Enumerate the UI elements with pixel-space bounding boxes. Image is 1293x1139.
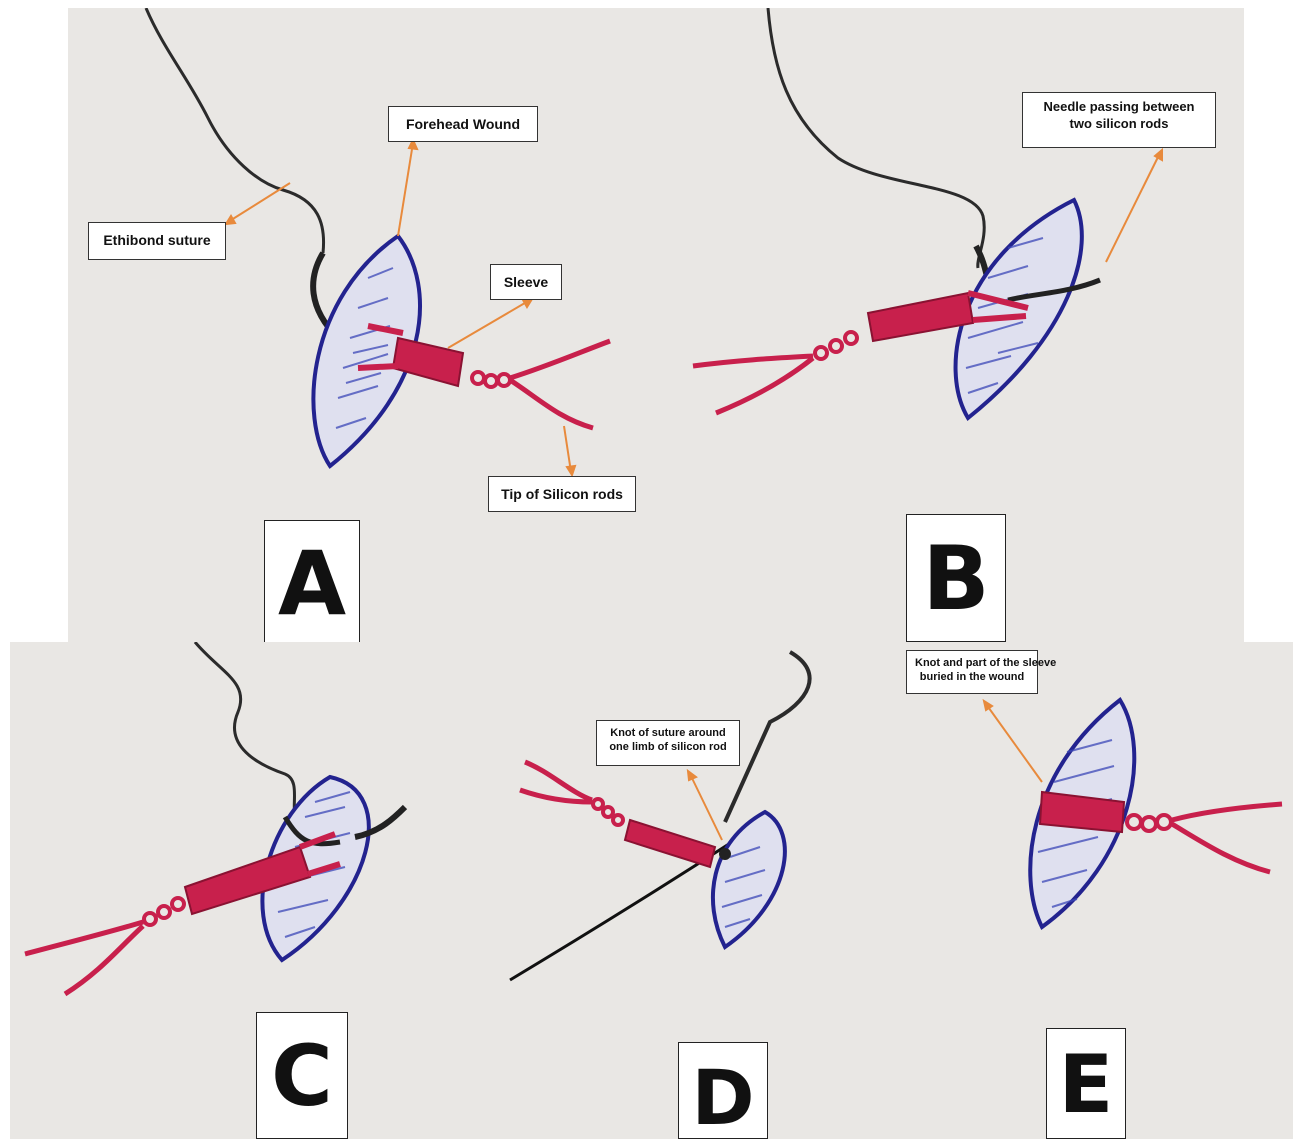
panel-letter-d-text: D — [679, 1043, 767, 1139]
panel-letter-b: B — [906, 514, 1006, 642]
panel-c-drawing — [10, 642, 470, 1139]
label-ethibond-suture: Ethibond suture — [88, 222, 226, 260]
panel-a: Ethibond suture Forehead Wound Sleeve Ti… — [68, 8, 668, 642]
label-knot-line1: Knot of suture around — [605, 726, 731, 740]
label-knot-line2: one limb of silicon rod — [605, 740, 731, 754]
label-needle-passing: Needle passing between two silicon rods — [1022, 92, 1216, 148]
label-sleeve: Sleeve — [490, 264, 562, 300]
panel-letter-d: D — [678, 1042, 768, 1139]
panel-letter-e-text: E — [1047, 1029, 1125, 1139]
suture-knot — [719, 848, 731, 860]
label-forehead-wound: Forehead Wound — [388, 106, 538, 142]
label-buried-line1: Knot and part of the sleeve — [915, 656, 1029, 670]
panel-e: Knot and part of the sleeve buried in th… — [902, 642, 1293, 1139]
panel-letter-a-text: A — [265, 521, 359, 642]
panel-a-drawing — [68, 8, 668, 642]
label-knot-and-sleeve-buried: Knot and part of the sleeve buried in th… — [906, 650, 1038, 694]
panel-d: Knot of suture around one limb of silico… — [470, 642, 902, 1139]
label-needle-line1: Needle passing between — [1031, 98, 1207, 115]
panel-b: Needle passing between two silicon rods … — [668, 8, 1244, 642]
panel-letter-c: C — [256, 1012, 348, 1139]
label-needle-line2: two silicon rods — [1031, 115, 1207, 132]
panel-c: C — [10, 642, 470, 1139]
panel-letter-c-text: C — [257, 1013, 347, 1139]
panel-letter-a: A — [264, 520, 360, 642]
panel-letter-e: E — [1046, 1028, 1126, 1139]
label-buried-line2: buried in the wound — [915, 670, 1029, 684]
label-knot-of-suture: Knot of suture around one limb of silico… — [596, 720, 740, 766]
label-tip-of-silicon-rods: Tip of Silicon rods — [488, 476, 636, 512]
panel-letter-b-text: B — [907, 515, 1005, 642]
